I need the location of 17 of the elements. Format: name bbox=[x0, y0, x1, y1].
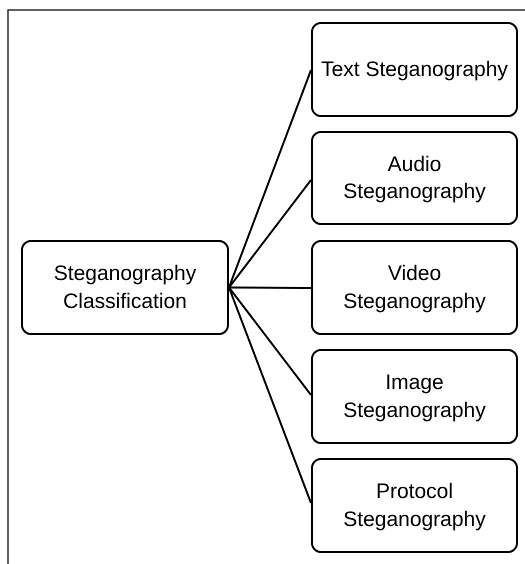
node-label: Steganography Classification bbox=[52, 261, 198, 314]
connector-line bbox=[228, 179, 312, 288]
connector-line bbox=[228, 70, 312, 288]
node-label: Protocol Steganography bbox=[342, 479, 487, 532]
node-label: Video Steganography bbox=[342, 261, 487, 314]
root-box bbox=[21, 240, 229, 335]
node-label: Audio Steganography bbox=[342, 152, 487, 205]
category-box bbox=[311, 349, 518, 444]
connector-line bbox=[228, 287, 312, 504]
connector-line bbox=[229, 286, 311, 289]
node-label: Text Steganography bbox=[320, 56, 509, 83]
category-box bbox=[311, 240, 518, 335]
node-label: Image Steganography bbox=[342, 370, 487, 424]
category-box bbox=[311, 131, 518, 225]
category-box bbox=[311, 458, 518, 553]
category-box bbox=[311, 22, 518, 117]
connector-line bbox=[228, 286, 312, 396]
